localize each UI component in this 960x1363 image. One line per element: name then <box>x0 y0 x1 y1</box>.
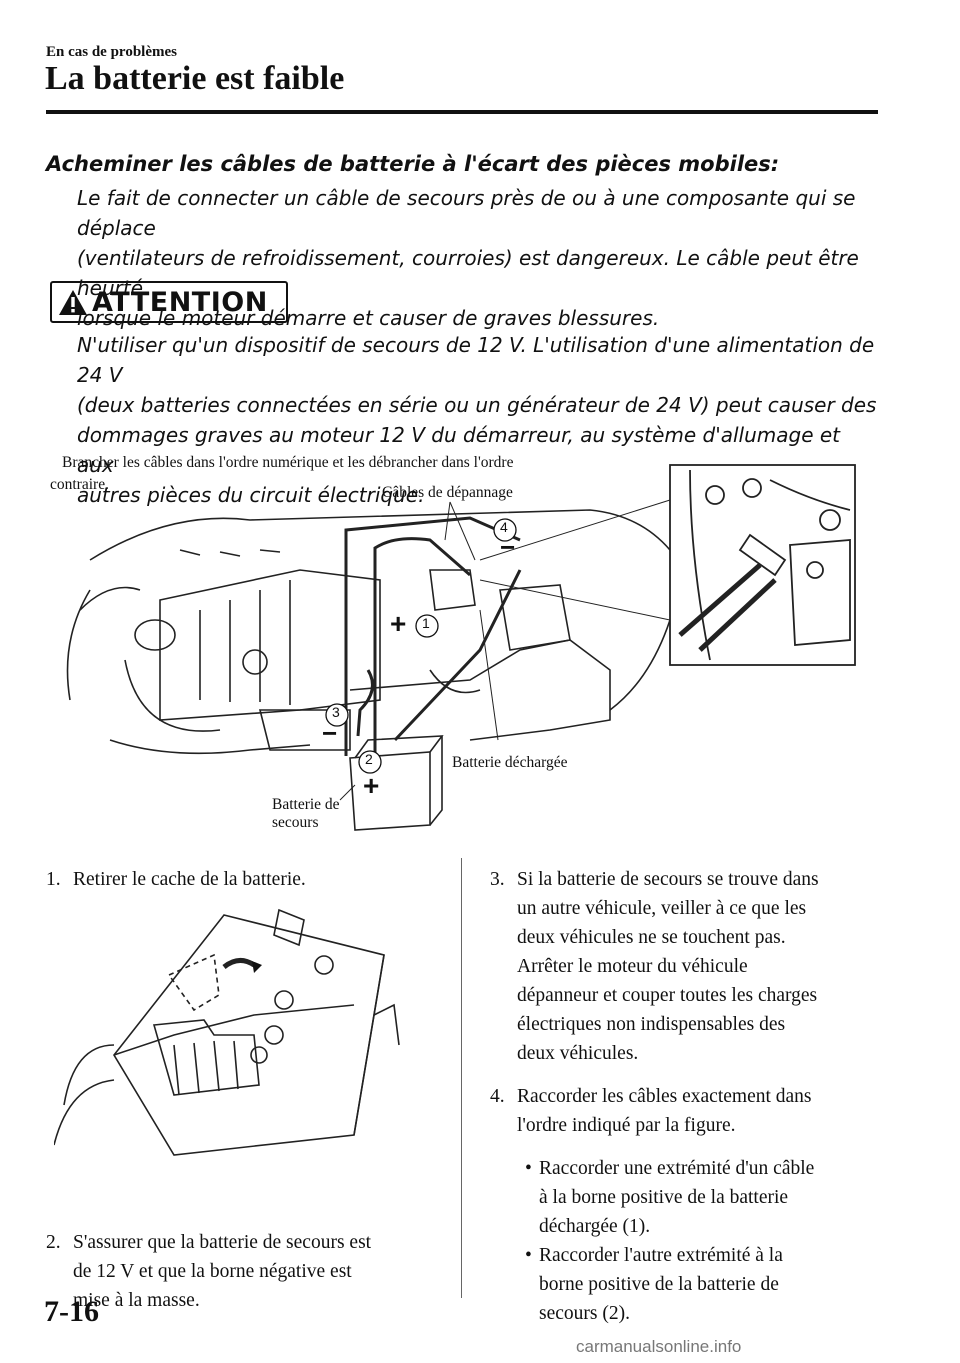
step-line: un autre véhicule, veiller à ce que les <box>517 898 807 919</box>
attention-line: autres pièces du circuit électrique. <box>77 483 425 507</box>
step-number: 2. <box>46 1232 61 1253</box>
column-divider <box>461 858 462 1298</box>
marker-1: 1 <box>422 615 430 631</box>
bullet-dot: • <box>525 1158 532 1179</box>
step-text: Raccorder les câbles exactement dans l'o… <box>517 1082 890 1140</box>
step-number: 3. <box>490 869 505 890</box>
page-title: La batterie est faible <box>45 60 345 97</box>
warning-line: Le fait de connecter un câble de secours… <box>77 186 856 240</box>
attention-line: dommages graves au moteur 12 V du démarr… <box>77 423 841 477</box>
marker-3: 3 <box>332 704 340 720</box>
discharged-battery-label: Batterie déchargée <box>452 754 568 771</box>
attention-body: N'utiliser qu'un dispositif de secours d… <box>77 330 877 510</box>
battery-cover-illustration <box>53 908 400 1156</box>
bullet-line: Raccorder l'autre extrémité à la <box>539 1245 783 1266</box>
bullet-list: • Raccorder une extrémité d'un câble à l… <box>517 1154 890 1328</box>
warning-line: lorsque le moteur démarre et causer de g… <box>77 306 660 330</box>
bullet-line: Raccorder une extrémité d'un câble <box>539 1158 815 1179</box>
figure-caption-line: Brancher les câbles dans l'ordre numériq… <box>62 454 514 471</box>
bullet-text: Raccorder une extrémité d'un câble à la … <box>539 1154 814 1241</box>
battery-cover-figure <box>53 895 414 1195</box>
plus-sign: + <box>390 608 407 639</box>
watermark-link[interactable]: carmanualsonline.info <box>576 1337 742 1356</box>
step-2: 2. S'assurer que la batterie de secours … <box>46 1228 446 1315</box>
step-text: S'assurer que la batterie de secours est… <box>73 1228 446 1315</box>
bullet-item: • Raccorder une extrémité d'un câble à l… <box>517 1154 890 1241</box>
step-line: Raccorder les câbles exactement dans <box>517 1086 812 1107</box>
step-text: Retirer le cache de la batterie. <box>73 869 306 890</box>
marker-2: 2 <box>365 751 373 767</box>
step-line: S'assurer que la batterie de secours est <box>73 1232 372 1253</box>
bullet-dot: • <box>525 1245 532 1266</box>
attention-line: (deux batteries connectées en série ou u… <box>77 393 877 417</box>
step-line: mise à la masse. <box>73 1290 200 1311</box>
left-column: 1. Retirer le cache de la batterie. 2. S… <box>46 865 446 1329</box>
engine-bay-illustration <box>66 464 856 831</box>
warning-line: (ventilateurs de refroidissement, courro… <box>77 246 859 300</box>
step-line: de 12 V et que la borne négative est <box>73 1261 352 1282</box>
bullet-line: à la borne positive de la batterie <box>539 1187 789 1208</box>
page-number: 7-16 <box>44 1295 99 1328</box>
figure-caption-line: contraire. <box>50 476 109 493</box>
step-line: dépanneur et couper toutes les charges <box>517 985 818 1006</box>
title-rule <box>46 110 878 114</box>
warning-triangle-icon <box>59 289 87 315</box>
attention-label: ATTENTION <box>92 286 268 318</box>
step-4: 4. Raccorder les câbles exactement dans … <box>490 1082 890 1140</box>
attention-box: ATTENTION <box>50 281 288 323</box>
bullet-line: déchargée (1). <box>539 1216 651 1237</box>
step-line: Si la batterie de secours se trouve dans <box>517 869 819 890</box>
step-line: deux véhicules ne se touchent pas. <box>517 927 786 948</box>
warning-body: Le fait de connecter un câble de secours… <box>77 183 877 333</box>
minus-sign: − <box>322 718 338 748</box>
marker-4: 4 <box>500 519 508 535</box>
bullet-item: • Raccorder l'autre extrémité à la borne… <box>517 1241 890 1328</box>
minus-sign: − <box>500 532 516 562</box>
step-1: 1. Retirer le cache de la batterie. <box>46 865 446 894</box>
booster-battery-label: Batterie de <box>272 796 340 813</box>
bullet-text: Raccorder l'autre extrémité à la borne p… <box>539 1241 783 1328</box>
section-label: En cas de problèmes <box>46 44 177 60</box>
step-3: 3. Si la batterie de secours se trouve d… <box>490 865 890 1068</box>
step-line: deux véhicules. <box>517 1043 639 1064</box>
bullet-line: borne positive de la batterie de <box>539 1274 779 1295</box>
jump-start-figure: Brancher les câbles dans l'ordre numériq… <box>50 440 910 840</box>
warning-heading: Acheminer les câbles de batterie à l'éca… <box>46 152 780 176</box>
bullet-line: secours (2). <box>539 1303 630 1324</box>
attention-line: N'utiliser qu'un dispositif de secours d… <box>77 333 875 387</box>
booster-battery-label: secours <box>272 814 319 831</box>
step-line: Arrêter le moteur du véhicule <box>517 956 748 977</box>
step-line: électriques non indispensables des <box>517 1014 786 1035</box>
step-number: 4. <box>490 1086 505 1107</box>
plus-sign: + <box>363 770 380 801</box>
cables-label: Câbles de dépannage <box>382 484 513 501</box>
right-column: 3. Si la batterie de secours se trouve d… <box>490 865 890 1328</box>
step-text: Si la batterie de secours se trouve dans… <box>517 865 890 1068</box>
step-line: l'ordre indiqué par la figure. <box>517 1115 736 1136</box>
step-number: 1. <box>46 869 61 890</box>
